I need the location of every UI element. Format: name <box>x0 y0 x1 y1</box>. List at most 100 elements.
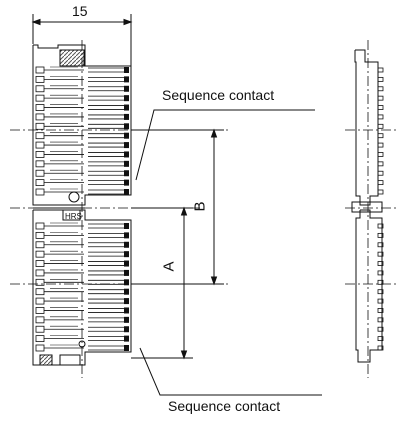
side-pin <box>377 105 384 110</box>
contact-slot <box>35 85 45 93</box>
dimension-a-label: A <box>160 261 178 272</box>
side-pin <box>377 326 384 332</box>
pin-tip <box>124 170 129 177</box>
pin-tip <box>124 251 129 258</box>
pin-tip <box>124 241 129 248</box>
sequence-contact-leaders <box>135 109 322 396</box>
side-pin <box>377 152 384 157</box>
contact-slot <box>35 335 45 343</box>
contact-slot <box>35 160 45 168</box>
pin-tip <box>124 189 129 195</box>
contact-slot <box>35 307 45 314</box>
width-dimension <box>31 14 133 66</box>
side-pin <box>377 308 384 313</box>
side-pin <box>377 298 384 304</box>
pin-tip <box>124 113 129 120</box>
dimension-b <box>131 128 224 286</box>
contact-slot <box>35 222 45 230</box>
side-view <box>351 49 383 363</box>
center-lines <box>10 40 397 378</box>
contact-slot <box>35 151 45 158</box>
pin-tip <box>124 104 129 111</box>
sequence-contact-label-bottom: Sequence contact <box>168 398 281 414</box>
pin-tip <box>124 298 129 305</box>
side-pin <box>377 336 384 342</box>
contact-slot <box>35 141 45 149</box>
contact-slot <box>35 94 45 102</box>
side-pin <box>377 95 384 101</box>
contact-rows-left <box>35 66 84 352</box>
side-pin <box>377 270 384 276</box>
side-pin <box>377 170 384 176</box>
pin-tip <box>124 335 129 342</box>
pin-tip <box>124 123 129 130</box>
dimension-b-label: B <box>191 201 209 212</box>
contact-slot <box>35 66 45 74</box>
pin-tip <box>124 142 129 149</box>
contact-slot <box>35 179 45 187</box>
side-pin <box>377 161 384 167</box>
side-pin <box>377 133 384 139</box>
side-view-pins <box>377 67 384 351</box>
pin-tip <box>124 76 129 83</box>
pin-tip <box>124 232 129 239</box>
pin-tip <box>124 307 129 314</box>
pin-tip <box>124 67 129 73</box>
pin-tip <box>124 95 129 102</box>
side-pin <box>377 142 384 148</box>
dimension-a <box>131 206 193 360</box>
contact-slot <box>35 132 45 140</box>
contact-slot <box>35 231 45 239</box>
side-pin <box>377 180 384 186</box>
contact-slot <box>35 75 45 83</box>
width-dimension-label: 15 <box>72 3 88 19</box>
pin-tip <box>124 179 129 186</box>
side-pin <box>377 123 384 129</box>
contact-slot <box>35 113 45 121</box>
side-pin <box>377 345 384 351</box>
side-pin <box>377 189 384 195</box>
pin-tip <box>124 279 129 286</box>
pin-tip <box>124 316 129 323</box>
side-pin <box>377 232 384 238</box>
contact-slot <box>35 278 45 286</box>
contact-slot <box>35 316 45 324</box>
pin-tip <box>124 345 129 351</box>
side-pin <box>377 289 384 295</box>
side-pin <box>377 86 384 92</box>
contact-slot <box>35 297 45 305</box>
pin-tip <box>124 132 129 139</box>
pin-tip <box>124 151 129 158</box>
contact-slot <box>35 250 45 258</box>
contact-slot <box>35 122 45 130</box>
side-pin <box>377 223 384 229</box>
pin-tip <box>124 269 129 276</box>
pin-tip <box>124 223 129 229</box>
contact-slot <box>35 288 45 296</box>
pin-tip <box>124 260 129 267</box>
pin-tip <box>124 326 129 333</box>
side-pin <box>377 261 384 266</box>
side-pin <box>377 317 384 323</box>
logo-text: HRS <box>65 212 82 221</box>
contact-slot <box>35 325 45 333</box>
side-pin <box>377 114 384 120</box>
side-pin <box>377 67 384 73</box>
side-pin <box>377 279 384 285</box>
contact-slot <box>35 260 45 267</box>
contact-slot <box>35 241 45 249</box>
sequence-contact-label-top: Sequence contact <box>162 87 275 103</box>
contact-slot <box>35 344 45 352</box>
pin-tip <box>124 160 129 167</box>
contact-slot <box>35 104 45 111</box>
contact-slot <box>35 169 45 177</box>
pin-tip <box>124 288 129 295</box>
contact-rows-right <box>88 67 129 351</box>
side-pin <box>377 242 384 248</box>
contact-slot <box>35 188 45 196</box>
side-pin <box>377 251 384 257</box>
side-pin <box>377 76 384 82</box>
pin-tip <box>124 85 129 92</box>
contact-slot <box>35 269 45 277</box>
